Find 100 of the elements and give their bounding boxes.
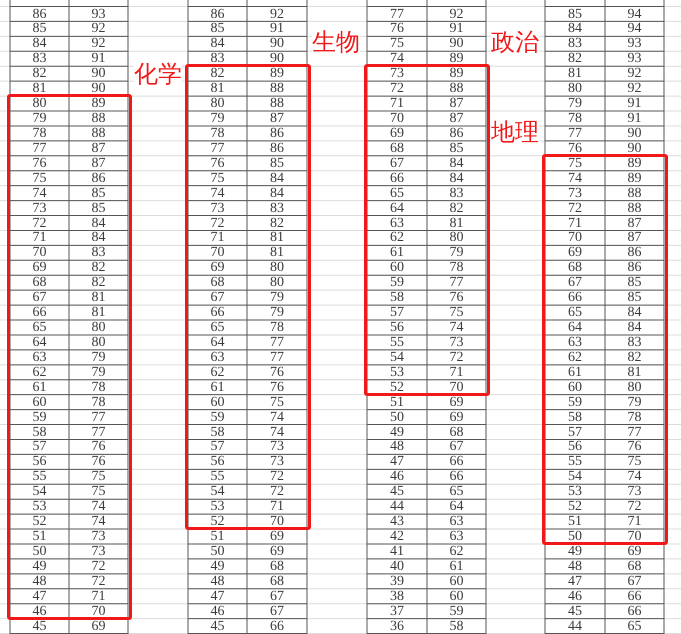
score-number: 55	[32, 470, 46, 484]
score-number: 58	[450, 620, 464, 634]
score-number: 76	[390, 22, 404, 36]
score-number: 88	[270, 82, 284, 96]
score-number: 90	[92, 67, 106, 82]
score-number: 47	[210, 590, 224, 604]
score-number: 79	[32, 112, 46, 126]
score-number: 51	[32, 530, 46, 544]
score-number: 82	[628, 350, 642, 365]
score-number: 75	[92, 470, 106, 484]
score-number: 73	[270, 455, 284, 470]
score-number: 84	[92, 216, 106, 231]
score-number: 81	[210, 82, 224, 96]
score-number: 68	[270, 574, 284, 589]
score-number: 84	[92, 231, 106, 246]
score-number: 57	[32, 440, 46, 454]
score-number: 87	[450, 97, 464, 112]
score-number: 88	[628, 202, 642, 216]
score-number: 65	[628, 620, 642, 634]
score-number: 55	[390, 336, 404, 350]
score-number: 85	[270, 156, 284, 171]
score-number: 50	[568, 530, 582, 544]
score-number: 89	[628, 172, 642, 186]
score-number: 40	[390, 560, 404, 574]
score-number: 50	[210, 544, 224, 559]
score-number: 87	[450, 112, 464, 126]
score-number: 85	[32, 22, 46, 36]
score-number: 60	[210, 396, 224, 410]
score-number: 72	[270, 470, 284, 484]
score-number: 70	[210, 246, 224, 260]
score-number: 46	[568, 590, 582, 604]
score-number: 52	[32, 515, 46, 530]
score-number: 93	[92, 8, 106, 22]
score-number: 67	[568, 276, 582, 290]
score-number: 61	[568, 366, 582, 380]
score-number: 60	[568, 380, 582, 395]
score-number: 92	[450, 8, 464, 22]
score-number: 73	[628, 485, 642, 500]
score-number: 87	[628, 231, 642, 246]
score-number: 81	[92, 291, 106, 306]
score-number: 69	[450, 410, 464, 425]
score-number: 45	[568, 604, 582, 619]
score-number: 49	[390, 426, 404, 440]
score-number: 75	[270, 396, 284, 410]
score-number: 51	[390, 396, 404, 410]
score-number: 76	[628, 440, 642, 454]
score-number: 75	[450, 306, 464, 320]
score-number: 93	[628, 37, 642, 52]
score-number: 51	[568, 515, 582, 530]
score-number: 66	[628, 604, 642, 619]
score-number: 72	[92, 560, 106, 574]
score-number: 80	[270, 276, 284, 290]
score-number: 48	[568, 560, 582, 574]
score-number: 84	[32, 37, 46, 52]
score-number: 81	[450, 216, 464, 231]
score-number: 75	[32, 172, 46, 186]
score-number: 62	[568, 350, 582, 365]
score-number: 38	[390, 590, 404, 604]
score-number: 58	[32, 426, 46, 440]
score-number: 70	[390, 112, 404, 126]
score-number: 71	[210, 231, 224, 246]
score-number: 72	[390, 82, 404, 96]
score-number: 70	[568, 231, 582, 246]
score-number: 77	[270, 350, 284, 365]
score-number: 52	[390, 380, 404, 395]
score-number: 69	[92, 620, 106, 634]
score-number: 86	[270, 126, 284, 141]
score-number: 54	[568, 470, 582, 484]
score-number: 79	[628, 396, 642, 410]
score-number: 85	[628, 276, 642, 290]
score-number: 55	[210, 470, 224, 484]
score-number: 73	[568, 186, 582, 201]
score-number: 86	[628, 261, 642, 276]
score-number: 63	[32, 350, 46, 365]
subject-title: 地理	[491, 118, 539, 146]
score-number: 81	[92, 306, 106, 320]
score-number: 66	[568, 291, 582, 306]
score-number: 59	[32, 410, 46, 425]
score-number: 65	[450, 485, 464, 500]
score-number: 44	[390, 500, 404, 514]
score-number: 77	[450, 276, 464, 290]
score-number: 79	[270, 291, 284, 306]
score-number: 66	[32, 306, 46, 320]
score-number: 89	[450, 67, 464, 82]
score-number: 48	[210, 574, 224, 589]
score-number: 86	[450, 126, 464, 141]
score-number: 79	[210, 112, 224, 126]
score-number: 68	[210, 276, 224, 290]
score-number: 83	[568, 37, 582, 52]
score-number: 61	[450, 560, 464, 574]
score-number: 72	[270, 485, 284, 500]
score-number: 90	[270, 52, 284, 66]
score-number: 89	[92, 97, 106, 112]
score-number: 74	[270, 426, 284, 440]
score-number: 47	[32, 590, 46, 604]
subject-title: 化学	[134, 60, 182, 88]
score-number: 86	[92, 172, 106, 186]
score-number: 94	[628, 22, 642, 36]
score-number: 81	[32, 82, 46, 96]
score-number: 64	[390, 202, 404, 216]
